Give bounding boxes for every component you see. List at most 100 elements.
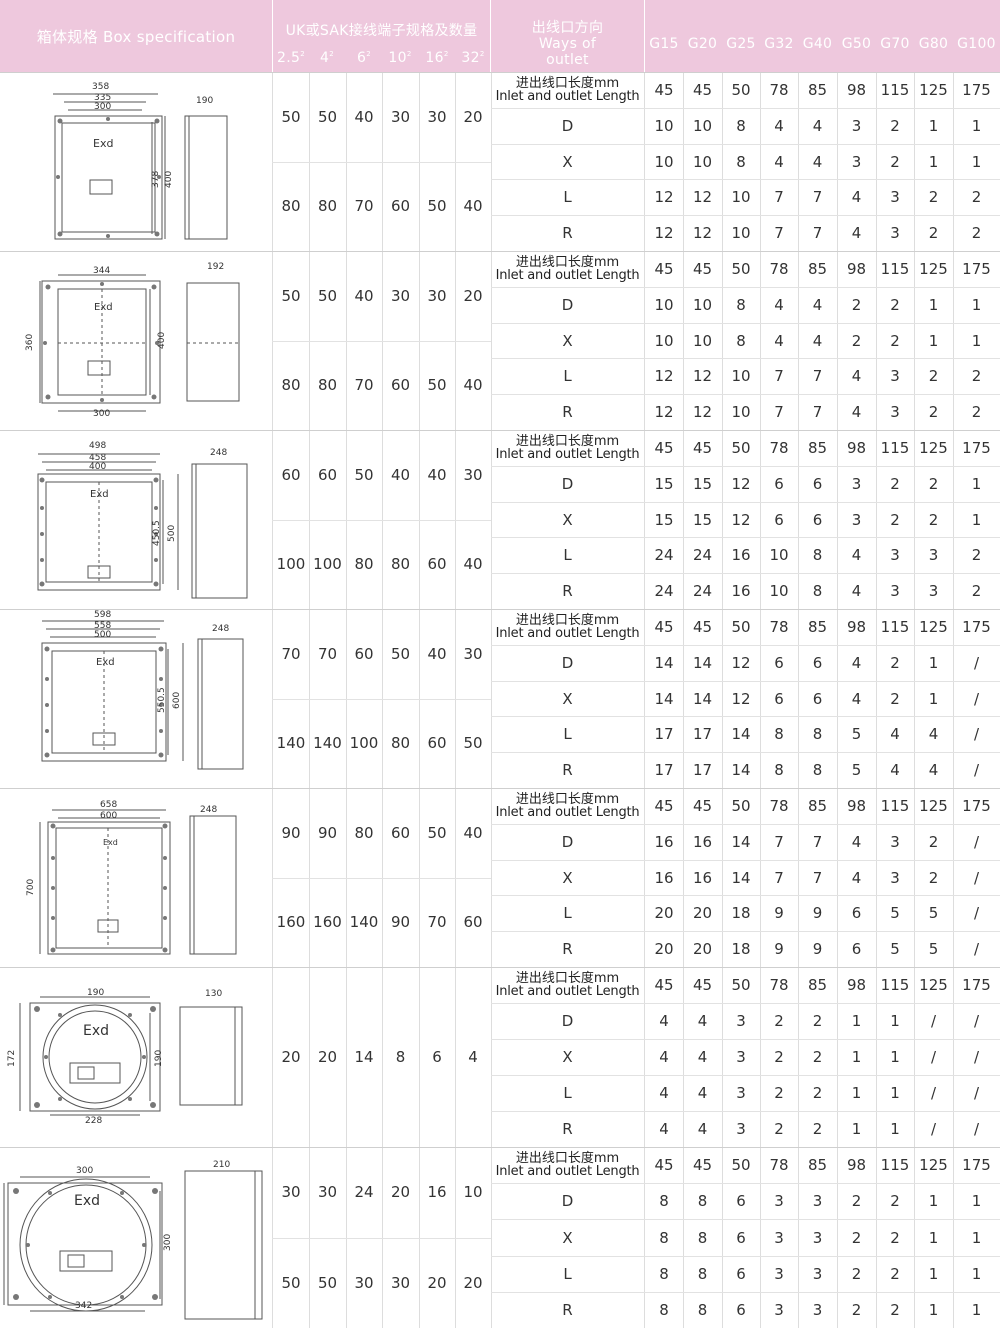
terminal-count: 90 [317, 824, 338, 842]
outlet-count: 4 [851, 546, 862, 564]
outlet-count: 2 [774, 1120, 784, 1138]
box-drawing-3: 498 458 400 248 Exd 450.5 500 [0, 430, 272, 609]
terminal-count: 20 [463, 287, 483, 305]
outlet-count: 24 [654, 582, 674, 600]
grid-vline [798, 72, 799, 1328]
outlet-count: 12 [654, 367, 674, 385]
length-value: 50 [731, 976, 751, 994]
length-value: 45 [692, 260, 713, 278]
outlet-count: 24 [654, 546, 674, 564]
direction-label: L [563, 188, 572, 206]
direction-label: R [562, 403, 573, 421]
exd-mark: Exd [90, 489, 109, 500]
terminal-count: 60 [390, 197, 411, 215]
row-separator [491, 573, 1000, 574]
row-separator [491, 1256, 1000, 1257]
outlet-count: 2 [928, 403, 939, 421]
terminal-separator [272, 520, 491, 521]
row-separator [491, 108, 1000, 109]
terminal-count: 50 [427, 824, 447, 842]
dim-depth: 248 [212, 624, 229, 634]
terminal-count: 24 [354, 1183, 374, 1201]
outlet-count: 6 [812, 654, 823, 672]
length-label-cn: 进出线口长度mm [515, 76, 620, 91]
outlet-count: 3 [812, 1301, 823, 1319]
outlet-count: 4 [812, 117, 823, 135]
outlet-count: 17 [692, 761, 713, 779]
outlet-count: 8 [697, 1265, 708, 1283]
outlet-count: 12 [731, 511, 751, 529]
outlet-count: 6 [812, 475, 823, 493]
outlet-count: 4 [659, 1084, 669, 1102]
outlet-count: 2 [890, 654, 900, 672]
outlet-count: 2 [851, 1265, 862, 1283]
outlet-count: 7 [812, 869, 823, 887]
terminal-size-sup: 2 [406, 50, 412, 58]
outlet-count: 17 [654, 761, 674, 779]
outlet-count: 2 [928, 869, 939, 887]
outlet-count: 3 [812, 1229, 823, 1247]
outlet-count: 7 [812, 224, 823, 242]
outlet-count: 4 [851, 188, 862, 206]
outlet-count: 2 [890, 690, 900, 708]
outlet-count: 1 [928, 1192, 939, 1210]
terminal-count: 30 [281, 1183, 301, 1201]
outlet-count: 7 [812, 367, 823, 385]
outlet-count: 3 [774, 1229, 784, 1247]
length-value: 115 [880, 260, 910, 278]
length-value: 78 [769, 260, 789, 278]
header-gland-size: G20 [687, 36, 718, 52]
terminal-count: 30 [390, 287, 411, 305]
header-terminal-title: UK或SAK接线端子规格及数量 [285, 23, 478, 39]
box-drawing-7: 300 210 300 342 Exd [0, 1147, 272, 1328]
terminal-count: 70 [317, 645, 338, 663]
outlet-count: 4 [890, 761, 900, 779]
outlet-count: 6 [851, 904, 862, 922]
direction-label: D [561, 1012, 574, 1030]
outlet-count: 4 [697, 1048, 708, 1066]
outlet-count: 8 [774, 761, 784, 779]
terminal-count: 80 [281, 197, 301, 215]
outlet-count: 10 [731, 403, 751, 421]
terminal-count: 80 [354, 555, 374, 573]
dim-depth: 248 [210, 448, 227, 458]
terminal-count: 30 [317, 1183, 338, 1201]
length-value: 115 [880, 797, 910, 815]
outlet-count: 14 [692, 654, 713, 672]
length-label-cn: 进出线口长度mm [515, 792, 620, 807]
outlet-count: 2 [928, 833, 939, 851]
terminal-count: 30 [390, 108, 411, 126]
terminal-count: 40 [354, 108, 374, 126]
outlet-count: 2 [971, 403, 982, 421]
dim-height-right: 400 [157, 332, 167, 349]
terminal-count: 50 [427, 376, 447, 394]
outlet-count: 2 [890, 332, 900, 350]
header-gland-size: G25 [726, 36, 756, 52]
outlet-count: 7 [774, 188, 784, 206]
direction-label: X [562, 690, 573, 708]
outlet-count: 3 [890, 403, 900, 421]
outlet-count: 14 [692, 690, 713, 708]
outlet-count: 17 [654, 725, 674, 743]
direction-label: L [563, 546, 572, 564]
length-value: 125 [919, 439, 948, 457]
outlet-count: 2 [971, 188, 982, 206]
terminal-count: 20 [427, 1274, 447, 1292]
terminal-count: 80 [317, 376, 338, 394]
terminal-size-value: 6 [357, 50, 367, 66]
outlet-count: 17 [692, 725, 713, 743]
dim-width-outer: 598 [94, 610, 111, 620]
length-value: 45 [654, 797, 674, 815]
dim-height-outer: 400 [164, 171, 174, 188]
outlet-count: 7 [812, 403, 823, 421]
outlet-count: 2 [890, 1229, 900, 1247]
dim-height-inner: 550.5 [157, 687, 167, 713]
dim-width-inner: 500 [94, 630, 111, 640]
terminal-size-value: 10 [388, 50, 407, 66]
outlet-count: 4 [774, 332, 784, 350]
exd-mark: Exd [74, 1193, 100, 1209]
outlet-count: 2 [774, 1012, 784, 1030]
block-separator [0, 1147, 1000, 1148]
